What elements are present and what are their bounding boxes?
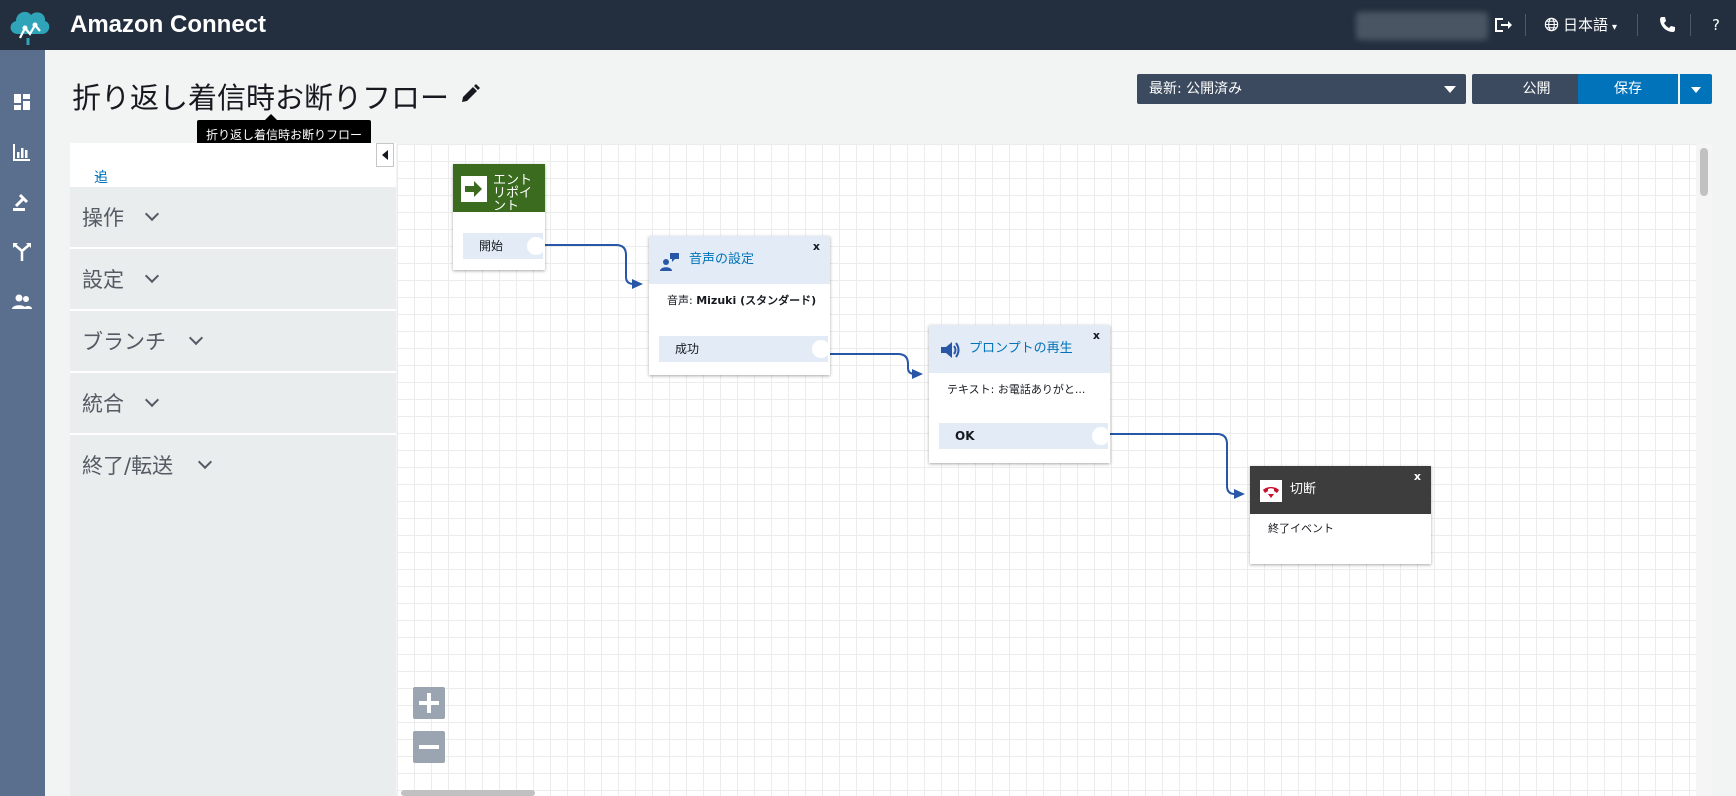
help-icon[interactable]: ? [1712, 16, 1720, 34]
block-detail: 終了イベント [1268, 522, 1334, 535]
section-label: ブランチ [82, 330, 166, 354]
branch-success[interactable]: 成功 [659, 336, 830, 362]
save-options-button[interactable] [1680, 74, 1712, 104]
chevron-down-icon: ⌄ [94, 167, 105, 181]
connector-handle[interactable] [812, 340, 830, 358]
additional-flow-info[interactable]: 追加のフロー情報の表示 ⌄ [70, 143, 396, 386]
block-title: 音声の設定 [689, 252, 755, 267]
version-label: 最新: 公開済み [1149, 81, 1243, 97]
flow-block-disconnect[interactable]: 切断 x 終了イベント [1250, 466, 1431, 564]
dashboard-icon[interactable] [9, 89, 35, 115]
section-integrate[interactable]: 統合 [70, 371, 396, 431]
close-icon[interactable]: x [812, 240, 820, 253]
language-label: 日本語 [1563, 16, 1609, 34]
detail-label: 音声: [667, 294, 697, 307]
section-label: 操作 [82, 206, 124, 230]
vertical-scrollbar[interactable] [1696, 144, 1712, 796]
chevron-down-icon: ▾ [1612, 22, 1618, 33]
section-label: 設定 [82, 268, 124, 292]
topbar-divider [1525, 14, 1526, 36]
close-icon[interactable]: x [1092, 329, 1100, 342]
branch-label: 開始 [479, 239, 504, 253]
chevron-down-icon [197, 454, 213, 470]
section-settings[interactable]: 設定 [70, 247, 396, 307]
block-library-panel: 追加のフロー情報の表示 ⌄ 操作 設定 ブランチ 統合 終了/転送 [70, 143, 396, 796]
chevron-down-icon [144, 206, 160, 222]
section-label: 統合 [82, 392, 124, 416]
left-navigation [0, 50, 45, 796]
topbar-divider [1637, 14, 1638, 36]
routing-icon[interactable] [9, 189, 35, 215]
chevron-down-icon [1444, 86, 1456, 93]
arrow-right-icon [461, 176, 487, 202]
brand-title: Amazon Connect [70, 11, 267, 38]
chevron-down-icon [1691, 87, 1701, 93]
block-title: エントリポイント [493, 174, 533, 210]
chevron-down-icon [144, 268, 160, 284]
sign-out-icon[interactable] [1491, 13, 1515, 37]
flow-branch-icon[interactable] [9, 239, 35, 265]
top-bar: Amazon Connect 日本語▾ ? [0, 0, 1736, 50]
connector-handle[interactable] [527, 237, 545, 255]
chevron-down-icon [144, 392, 160, 408]
amazon-connect-logo-icon[interactable] [6, 4, 52, 46]
section-label: 終了/転送 [82, 454, 174, 478]
user-account-name[interactable] [1356, 12, 1488, 40]
section-terminate-transfer[interactable]: 終了/転送 [70, 433, 396, 493]
close-icon[interactable]: x [1413, 470, 1421, 483]
metrics-icon[interactable] [9, 139, 35, 165]
phone-icon[interactable] [1655, 13, 1679, 37]
page-title: 折り返し着信時お断りフロー [72, 81, 450, 115]
flow-block-set-voice[interactable]: 音声の設定 x 音声: Mizuki (スタンダード) 成功 [649, 236, 830, 375]
flow-block-entry-point[interactable]: エントリポイント 開始 [453, 164, 545, 270]
entry-block-header: エントリポイント [453, 164, 545, 212]
block-detail: 音声: Mizuki (スタンダード) [667, 292, 816, 308]
branch-label: 成功 [675, 342, 700, 356]
speech-user-icon [660, 253, 679, 271]
globe-icon [1544, 17, 1559, 32]
block-header: プロンプトの再生 x [929, 325, 1110, 373]
chevron-down-icon [188, 330, 204, 346]
speaker-icon [941, 342, 960, 358]
block-detail: テキスト: お電話ありがと... [947, 383, 1086, 396]
detail-value: Mizuki (スタンダード) [696, 294, 817, 307]
collapse-panel-button[interactable] [376, 143, 394, 167]
block-title: プロンプトの再生 [969, 341, 1073, 356]
scrollbar-thumb[interactable] [1700, 148, 1708, 196]
section-branch[interactable]: ブランチ [70, 309, 396, 369]
topbar-divider [1690, 14, 1691, 36]
connector-handle[interactable] [1092, 427, 1110, 445]
section-interact[interactable]: 操作 [70, 185, 396, 245]
block-header: 音声の設定 x [649, 236, 830, 284]
zoom-in-button[interactable] [413, 687, 445, 719]
branch-start[interactable]: 開始 [463, 233, 545, 259]
block-title: 切断 [1290, 482, 1317, 497]
flow-block-play-prompt[interactable]: プロンプトの再生 x テキスト: お電話ありがと... OK [929, 325, 1110, 463]
branch-label: OK [955, 429, 975, 443]
flow-canvas[interactable] [397, 144, 1696, 796]
users-icon[interactable] [9, 289, 35, 315]
block-header: 切断 x [1250, 466, 1431, 514]
language-selector[interactable]: 日本語▾ [1544, 13, 1617, 37]
horizontal-scrollbar-thumb[interactable] [401, 790, 535, 796]
zoom-out-button[interactable] [413, 731, 445, 763]
hang-up-icon [1260, 480, 1282, 502]
save-button[interactable]: 保存 [1578, 74, 1678, 104]
pencil-icon[interactable] [458, 82, 482, 106]
version-select[interactable]: 最新: 公開済み [1137, 74, 1466, 104]
branch-ok[interactable]: OK [939, 423, 1110, 449]
